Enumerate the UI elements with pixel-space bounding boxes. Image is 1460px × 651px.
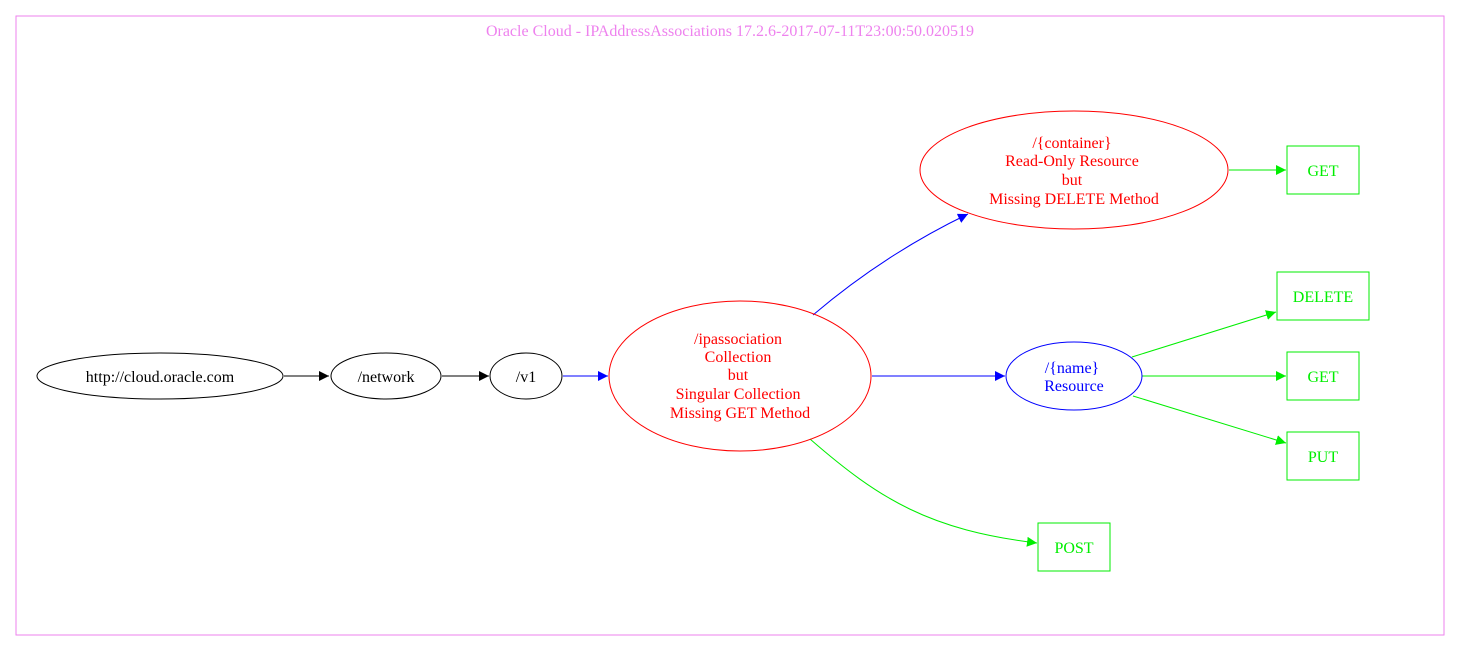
method-name-delete: DELETE bbox=[1276, 271, 1370, 321]
node-ipassociation-line-2: Collection bbox=[705, 349, 772, 366]
svg-text:GET: GET bbox=[1307, 163, 1338, 180]
svg-text:DELETE: DELETE bbox=[1293, 289, 1353, 306]
svg-text:/ipassociation Collectio: /ipassociation Collection but Singular C… bbox=[670, 331, 810, 422]
method-name-put: PUT bbox=[1286, 431, 1360, 481]
node-root: http://cloud.oracle.com bbox=[36, 352, 284, 400]
node-network-label: /network bbox=[358, 369, 415, 386]
method-post-label: POST bbox=[1054, 540, 1093, 557]
node-ipassociation-line-5: Missing GET Method bbox=[670, 405, 810, 422]
node-network: /network bbox=[330, 352, 442, 400]
node-name: /{name} Resource bbox=[1005, 341, 1143, 411]
node-container-line-1: /{container} bbox=[1032, 135, 1111, 152]
svg-text:/v1: /v1 bbox=[516, 369, 536, 386]
method-name-put-label: PUT bbox=[1308, 449, 1338, 466]
edge-ipassociation-container bbox=[812, 213, 969, 316]
svg-text:http://cloud.oracle.com: http://cloud.oracle.com bbox=[86, 369, 235, 386]
node-v1: /v1 bbox=[489, 352, 563, 400]
svg-text:PUT: PUT bbox=[1308, 449, 1338, 466]
svg-text:/{name} Resource: /{name} Resource bbox=[1044, 360, 1104, 395]
node-ipassociation-line-4: Singular Collection bbox=[676, 386, 801, 403]
graph-title: Oracle Cloud - IPAddressAssociations 17.… bbox=[486, 23, 974, 40]
node-name-line-1: /{name} bbox=[1045, 360, 1099, 377]
method-container-get: GET bbox=[1286, 145, 1360, 195]
node-v1-label: /v1 bbox=[516, 369, 536, 386]
svg-text:/{container} Read-Only R: /{container} Read-Only Resource but Miss… bbox=[989, 135, 1159, 208]
node-name-line-2: Resource bbox=[1044, 378, 1104, 395]
node-container-line-4: Missing DELETE Method bbox=[989, 191, 1159, 208]
svg-text:POST: POST bbox=[1054, 540, 1093, 557]
svg-text:/network: /network bbox=[358, 369, 415, 386]
node-container: /{container} Read-Only Resource but Miss… bbox=[919, 110, 1229, 230]
graph-frame bbox=[15, 15, 1445, 636]
method-name-delete-label: DELETE bbox=[1293, 289, 1353, 306]
node-root-label: http://cloud.oracle.com bbox=[86, 369, 235, 386]
edge-name-put bbox=[1132, 395, 1287, 445]
method-name-get: GET bbox=[1286, 351, 1360, 401]
svg-text:GET: GET bbox=[1307, 369, 1338, 386]
method-name-get-label: GET bbox=[1307, 369, 1338, 386]
method-container-get-label: GET bbox=[1307, 163, 1338, 180]
node-container-line-2: Read-Only Resource bbox=[1005, 153, 1139, 170]
node-ipassociation-line-3: but bbox=[728, 367, 749, 384]
node-container-line-3: but bbox=[1062, 172, 1083, 189]
node-ipassociation: /ipassociation Collection but Singular C… bbox=[608, 300, 872, 452]
node-ipassociation-line-1: /ipassociation bbox=[694, 331, 782, 348]
method-post: POST bbox=[1037, 522, 1111, 572]
edge-name-delete bbox=[1131, 310, 1277, 358]
edge-ipassociation-post bbox=[809, 438, 1038, 547]
